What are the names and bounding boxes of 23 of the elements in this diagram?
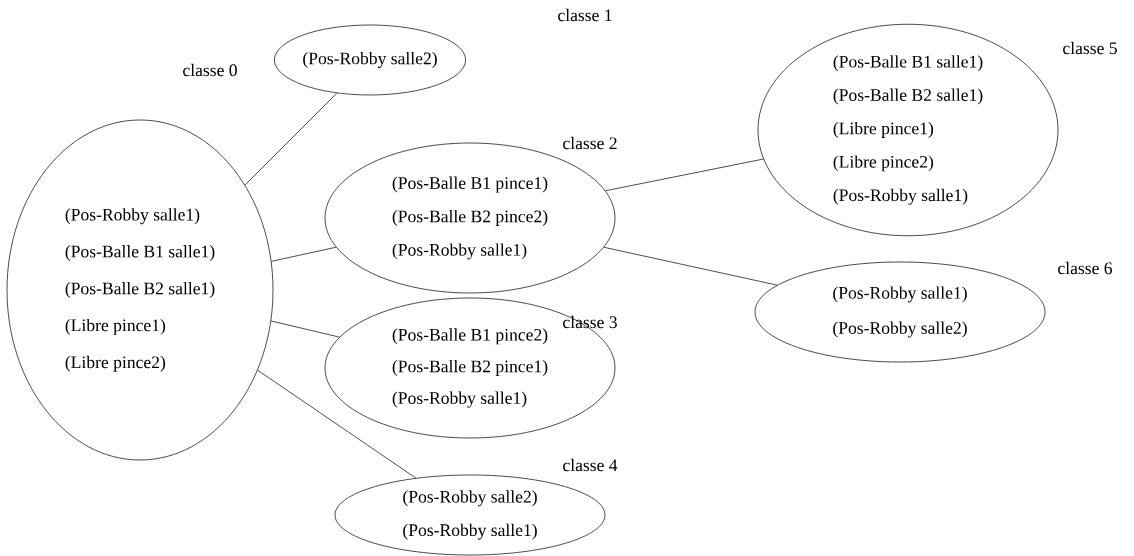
connector-line	[605, 158, 764, 192]
node-label: (Pos-Balle B2 salle1)	[833, 88, 983, 105]
class-heading: classe 2	[563, 136, 617, 150]
class-heading: classe 3	[563, 315, 617, 329]
node-label: (Pos-Balle B1 salle1)	[65, 245, 215, 262]
node-label: (Libre pince1)	[833, 121, 934, 138]
node-label: (Libre pince1)	[65, 318, 166, 335]
node-label: (Libre pince2)	[833, 155, 934, 172]
connector-line	[271, 246, 337, 262]
connector-line	[270, 320, 340, 338]
connector-line	[244, 92, 338, 186]
connector-line	[603, 246, 778, 286]
node-label: (Pos-Robby salle1)	[65, 208, 200, 225]
node-label: (Libre pince2)	[65, 355, 166, 372]
connector-line	[257, 369, 417, 479]
class-heading: classe 0	[183, 63, 237, 77]
node-label: (Pos-Robby salle1)	[833, 188, 968, 205]
class-heading: classe 4	[563, 458, 618, 472]
node-label: (Pos-Balle B2 salle1)	[65, 282, 215, 298]
class-heading: classe 5	[1063, 41, 1117, 55]
class-heading: classe 6	[1058, 261, 1113, 275]
class-heading: classe 1	[558, 8, 612, 22]
node-label: (Pos-Balle B1 salle1)	[833, 55, 983, 72]
